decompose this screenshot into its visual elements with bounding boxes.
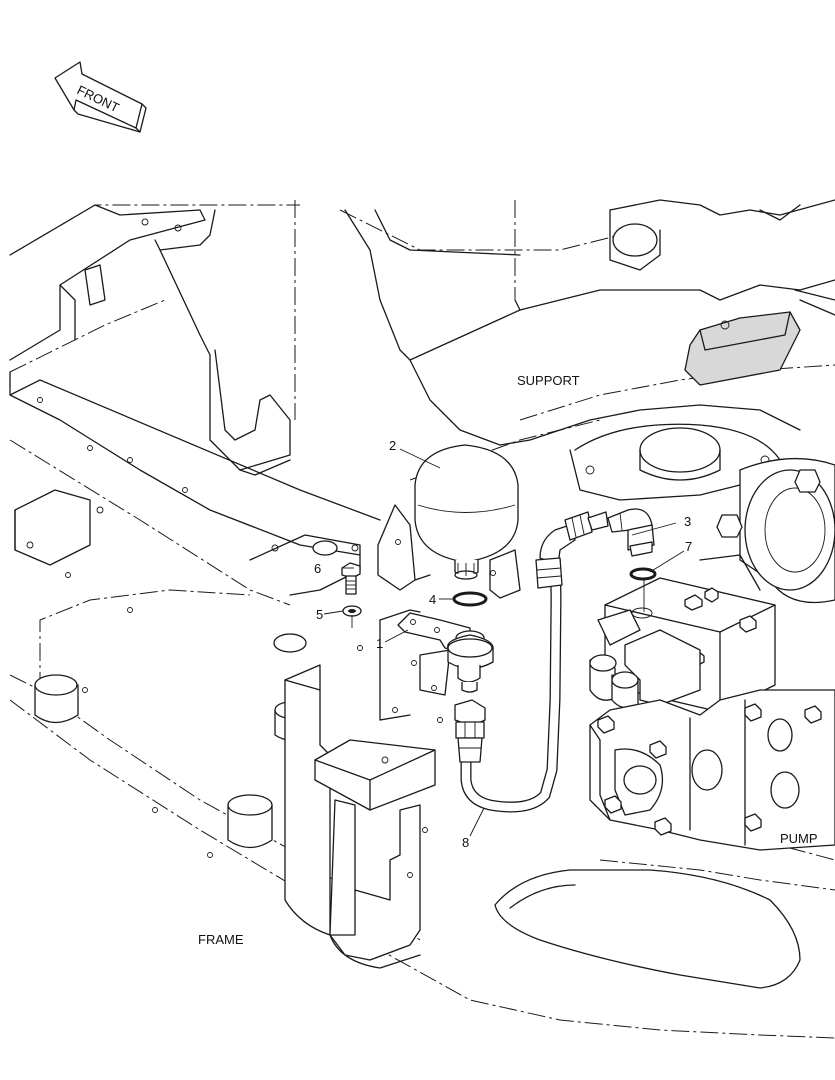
callout-numbers: 2 6 5 4 1 3 7 8 [314,438,692,850]
callout-5: 5 [316,607,323,622]
pump-label: PUMP [780,831,818,846]
callout-3: 3 [684,514,691,529]
callout-7: 7 [685,539,692,554]
callout-6: 6 [314,561,321,576]
support-structure [344,199,835,501]
hose-part-8 [454,511,609,813]
callout-1: 1 [376,636,383,651]
valve-block [589,577,776,713]
leader-lines [323,448,685,837]
pump-housing [699,457,835,604]
frame-pads [34,674,306,849]
accumulator-part-2 [414,444,519,580]
washer-part-5 [342,605,362,617]
elbow-fitting-part-3 [607,508,655,557]
frame-label: FRAME [198,932,244,947]
frame-cutout [494,869,801,989]
callout-2: 2 [389,438,396,453]
adapter-fitting [447,630,494,693]
o-ring-part-4 [452,591,488,607]
pump-body [589,689,835,851]
callout-8: 8 [462,835,469,850]
bolt-part-6 [341,562,361,595]
accumulator-bracket [377,504,521,599]
frame-structure [9,204,381,858]
support-label: SUPPORT [517,373,580,388]
callout-4: 4 [429,592,436,607]
o-ring-part-7 [629,567,657,581]
front-arrow: FRONT [54,61,147,133]
region-labels: SUPPORT FRAME PUMP [198,373,818,947]
center-mount [249,534,443,969]
